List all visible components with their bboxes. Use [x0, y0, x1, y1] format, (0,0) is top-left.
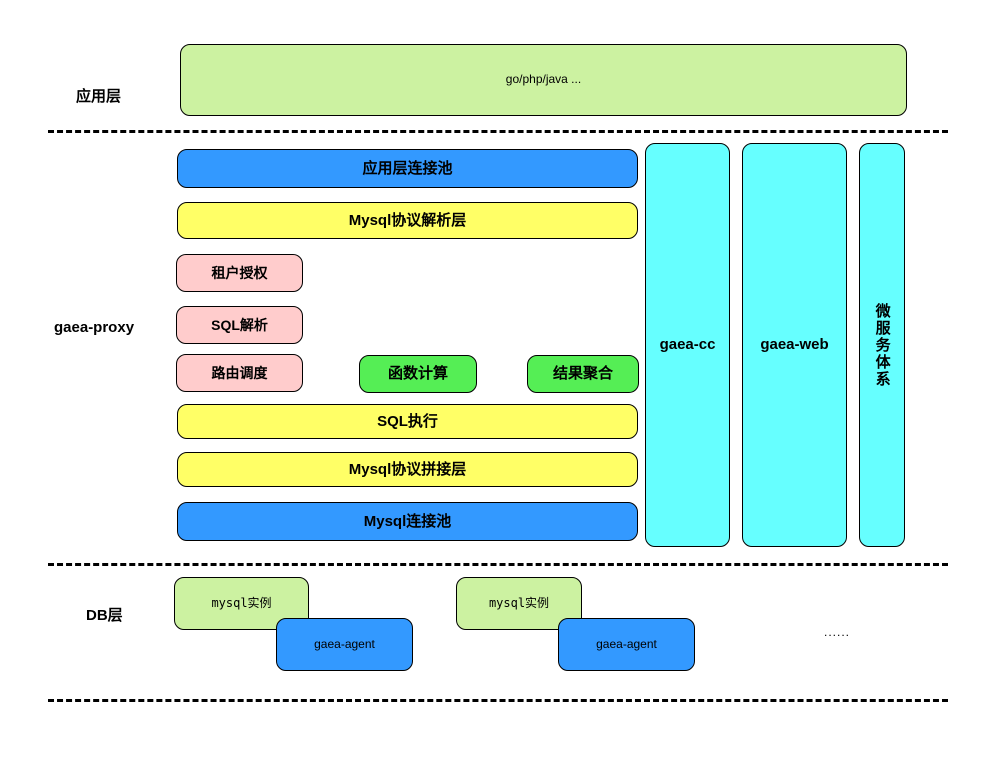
- proxy-mysql-protocol-assemble[interactable]: Mysql协议拼接层: [177, 452, 638, 487]
- column-microservice-system-label: 微服务体系: [873, 302, 891, 388]
- proxy-module-tenant-auth-label: 租户授权: [211, 264, 268, 281]
- proxy-module-function-compute-label: 函数计算: [387, 365, 448, 383]
- divider-app-proxy: [48, 130, 948, 133]
- column-gaea-cc[interactable]: gaea-cc: [645, 143, 730, 547]
- db-gaea-agent-2-label: gaea-agent: [596, 636, 657, 651]
- divider-proxy-db: [48, 563, 948, 566]
- divider-db-bottom: [48, 699, 948, 702]
- db-ellipsis-text: ......: [824, 625, 851, 639]
- proxy-app-connection-pool[interactable]: 应用层连接池: [177, 149, 638, 188]
- proxy-module-result-aggregate[interactable]: 结果聚合: [527, 355, 639, 393]
- proxy-module-route-schedule[interactable]: 路由调度: [176, 354, 303, 392]
- column-gaea-cc-label: gaea-cc: [659, 336, 716, 354]
- db-gaea-agent-1-label: gaea-agent: [314, 636, 375, 651]
- db-mysql-instance-1-label: mysql实例: [211, 595, 272, 610]
- proxy-mysql-connection-pool[interactable]: Mysql连接池: [177, 502, 638, 541]
- db-ellipsis: ......: [824, 625, 850, 639]
- db-gaea-agent-1[interactable]: gaea-agent: [276, 618, 413, 671]
- proxy-module-sql-parse[interactable]: SQL解析: [176, 306, 303, 344]
- db-gaea-agent-2[interactable]: gaea-agent: [558, 618, 695, 671]
- lane-label-db: DB层: [86, 603, 206, 625]
- proxy-app-connection-pool-label: 应用层连接池: [362, 159, 453, 177]
- proxy-sql-execute-label: SQL执行: [377, 412, 438, 430]
- proxy-mysql-connection-pool-label: Mysql连接池: [363, 512, 452, 530]
- column-gaea-web[interactable]: gaea-web: [742, 143, 847, 547]
- column-microservice-system[interactable]: 微服务体系: [859, 143, 905, 547]
- lane-label-gaea-proxy: gaea-proxy: [54, 316, 204, 338]
- proxy-module-sql-parse-label: SQL解析: [211, 316, 268, 333]
- proxy-module-function-compute[interactable]: 函数计算: [359, 355, 477, 393]
- proxy-mysql-protocol-assemble-label: Mysql协议拼接层: [348, 460, 467, 478]
- lane-label-application: 应用层: [76, 84, 196, 106]
- db-mysql-instance-2-label: mysql实例: [488, 595, 550, 610]
- proxy-mysql-protocol-parse[interactable]: Mysql协议解析层: [177, 202, 638, 239]
- lane-label-application-text: 应用层: [76, 87, 122, 105]
- app-layer-box[interactable]: go/php/java ...: [180, 44, 907, 116]
- lane-label-db-text: DB层: [86, 606, 123, 624]
- column-gaea-web-label: gaea-web: [760, 336, 829, 354]
- proxy-sql-execute[interactable]: SQL执行: [177, 404, 638, 439]
- proxy-mysql-protocol-parse-label: Mysql协议解析层: [348, 211, 467, 229]
- proxy-module-result-aggregate-label: 结果聚合: [552, 365, 613, 383]
- proxy-module-route-schedule-label: 路由调度: [211, 364, 268, 381]
- app-layer-box-label: go/php/java ...: [505, 72, 582, 87]
- proxy-module-tenant-auth[interactable]: 租户授权: [176, 254, 303, 292]
- lane-label-gaea-proxy-text: gaea-proxy: [54, 318, 135, 336]
